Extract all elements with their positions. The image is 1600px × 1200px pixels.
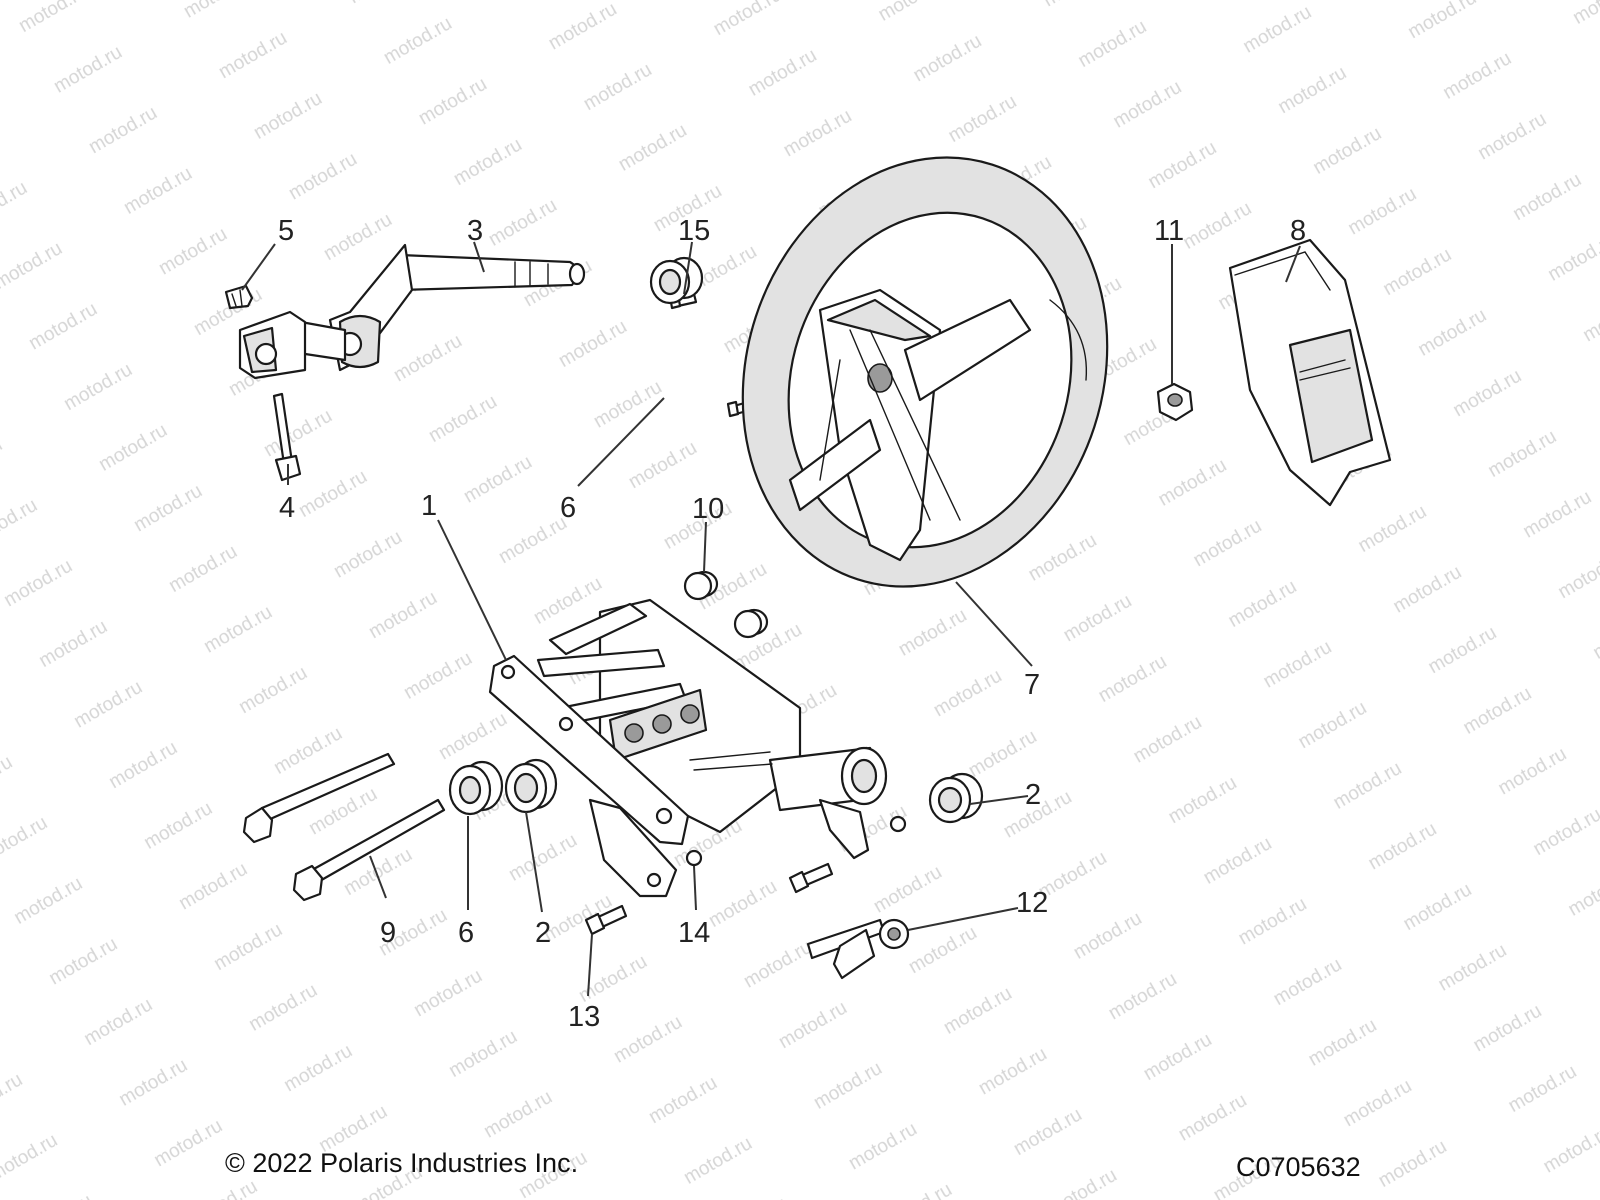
leader-12 (907, 907, 1019, 931)
callout-6b: 6 (458, 917, 474, 949)
callout-2b: 2 (535, 917, 551, 949)
leader-2b (525, 811, 543, 913)
callout-5: 5 (278, 215, 294, 247)
part-1-steering-bracket (488, 598, 888, 898)
leader-1 (437, 519, 507, 661)
part-9-long-bolts (242, 752, 446, 902)
callout-2a: 2 (1025, 779, 1041, 811)
callout-14: 14 (678, 917, 710, 949)
leader-7 (955, 581, 1033, 667)
callout-15: 15 (678, 215, 710, 247)
part-6-bushing-upper (649, 256, 704, 305)
leader-2a (969, 795, 1029, 805)
part-5-cap-nut (224, 284, 254, 310)
part-6-bushing-lower (448, 760, 504, 816)
callout-11: 11 (1154, 215, 1184, 247)
part-2-bushing-right (928, 772, 984, 824)
leader-3 (473, 241, 485, 273)
part-10-grommets (683, 570, 769, 639)
part-13-bolt (584, 862, 834, 936)
leader-lines (241, 241, 1301, 997)
part-11-nut (1156, 382, 1194, 422)
part-14-nut (685, 815, 907, 867)
callout-7: 7 (1024, 669, 1040, 701)
part-7-steering-wheel (741, 156, 1109, 588)
leader-5 (241, 243, 276, 291)
part-12-clamp-pin (806, 918, 910, 980)
part-4-pinch-bolt (272, 392, 302, 482)
callout-4: 4 (279, 492, 295, 524)
leader-8 (1285, 245, 1301, 283)
part-3-steering-shaft (238, 243, 586, 380)
copyright-notice: © 2022 Polaris Industries Inc. (225, 1148, 579, 1178)
callout-10: 10 (692, 493, 724, 525)
leader-10 (703, 521, 707, 573)
callout-13: 13 (568, 1001, 600, 1033)
leader-6a (577, 397, 665, 487)
part-8-center-cover (1228, 238, 1392, 507)
callout-6a: 6 (560, 492, 576, 524)
callout-12: 12 (1016, 887, 1048, 919)
part-2-bushing-left (504, 758, 558, 814)
drawing-number: C0705632 (1236, 1152, 1361, 1182)
leader-14 (693, 865, 697, 911)
leader-13 (587, 933, 593, 997)
callout-3: 3 (467, 215, 483, 247)
callout-numbers: 5 3 15 11 8 4 6 1 10 7 2 12 9 6 2 14 13 (278, 215, 1306, 1033)
leader-9 (369, 855, 387, 899)
callout-8: 8 (1290, 215, 1306, 247)
callout-1: 1 (421, 490, 437, 522)
callout-9: 9 (380, 917, 396, 949)
leader-15 (683, 241, 693, 295)
